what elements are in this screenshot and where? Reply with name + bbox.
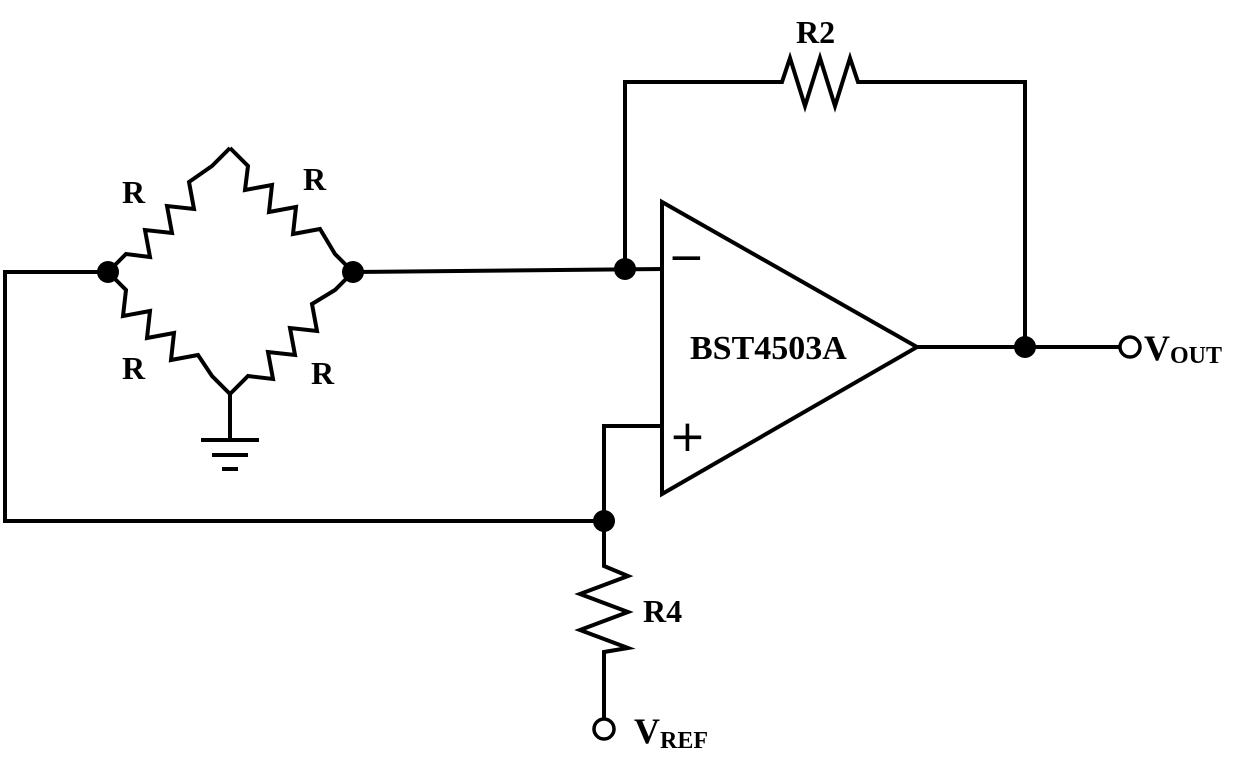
vout-label-main: V <box>1144 328 1170 368</box>
bridge-resistor-top-left <box>106 146 232 274</box>
junction-inverting <box>614 258 636 280</box>
junction-noninverting <box>593 510 615 532</box>
wire-left-loop <box>3 270 606 523</box>
vref-terminal <box>592 717 616 741</box>
noninverting-input-sign: + <box>669 411 706 462</box>
label-r4: R4 <box>643 593 682 629</box>
ground-icon <box>201 438 259 471</box>
reference-resistor-r4 <box>574 558 636 658</box>
junction-bridge-left <box>97 261 119 283</box>
label-bridge-top-left: R <box>122 174 146 210</box>
bridge-resistor-bottom-left <box>106 270 232 396</box>
label-bridge-top-right: R <box>303 161 327 197</box>
vref-label: VREF <box>634 711 708 754</box>
label-bridge-bottom-right: R <box>311 355 335 391</box>
junctions <box>97 258 1036 532</box>
inverting-input-sign: − <box>668 232 705 283</box>
vref-label-main: V <box>634 711 660 751</box>
label-bridge-bottom-left: R <box>122 350 146 386</box>
vout-label: VOUT <box>1144 328 1222 369</box>
vout-label-sub: OUT <box>1170 343 1222 369</box>
bridge <box>106 146 355 396</box>
vout-terminal <box>1118 335 1142 359</box>
wire-feedback-right <box>864 80 1027 349</box>
junction-bridge-right <box>342 261 364 283</box>
feedback-resistor-r2 <box>772 51 866 113</box>
opamp-symbol <box>660 198 922 498</box>
junction-output <box>1014 336 1036 358</box>
bridge-resistor-top-right <box>228 146 355 274</box>
wire-noninverting <box>602 424 664 523</box>
vref-label-sub: REF <box>660 728 708 754</box>
wire-bridge-to-inverting <box>350 266 665 275</box>
wire-feedback-left <box>623 80 774 271</box>
opamp-name: BST4503A <box>690 330 847 367</box>
wires <box>3 80 1120 720</box>
label-r2: R2 <box>796 14 835 50</box>
bridge-resistor-bottom-right <box>228 270 355 396</box>
